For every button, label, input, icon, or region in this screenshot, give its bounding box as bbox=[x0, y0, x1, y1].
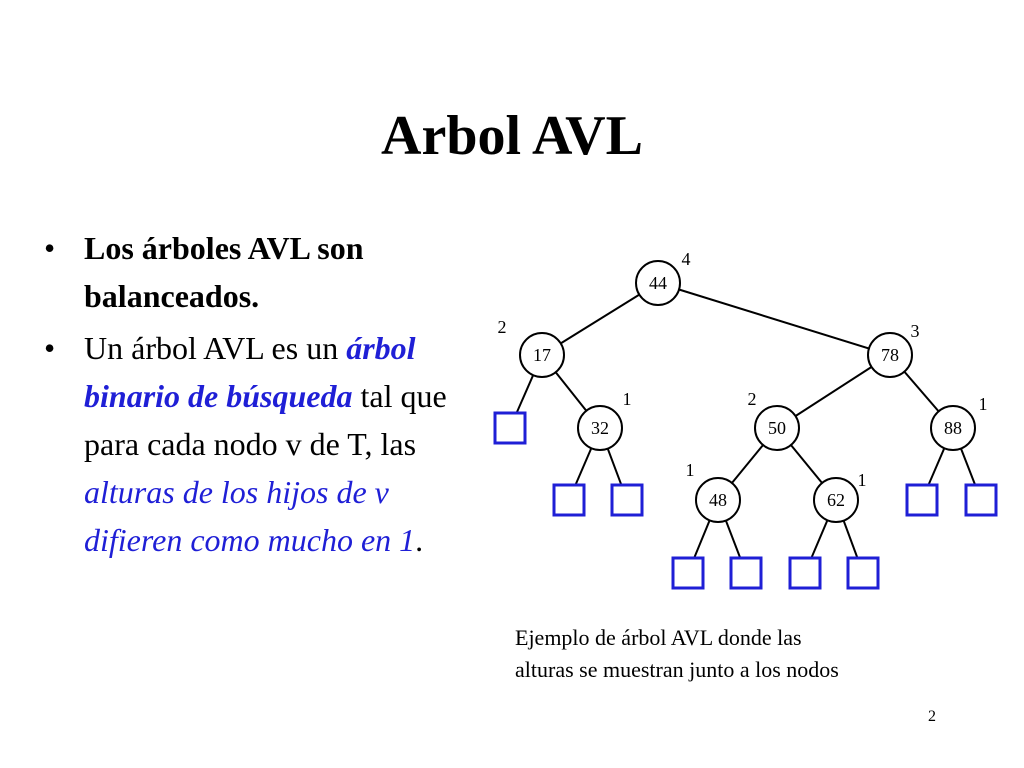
tree-height-label-48: 1 bbox=[686, 460, 695, 480]
bullet-dot-icon: • bbox=[44, 230, 56, 266]
tree-leaf-48-right bbox=[729, 556, 763, 590]
bullet-emph-bst: árbol binario de búsqueda bbox=[84, 330, 416, 414]
tree-leaves bbox=[493, 411, 998, 590]
tree-leaf-32-left bbox=[552, 483, 586, 517]
tree-node-circle bbox=[930, 405, 976, 451]
tree-height-label-17: 2 bbox=[498, 317, 507, 337]
tree-node-circle bbox=[577, 405, 623, 451]
caption-line-2: alturas se muestran junto a los nodos bbox=[515, 657, 839, 682]
tree-node-circle bbox=[519, 332, 565, 378]
tree-leaf-88-right bbox=[964, 483, 998, 517]
tree-node-label: 78 bbox=[881, 345, 899, 365]
tree-height-label-62: 1 bbox=[858, 470, 867, 490]
tree-node-50: 50 bbox=[754, 405, 800, 451]
diagram-caption: Ejemplo de árbol AVL donde las alturas s… bbox=[515, 622, 955, 686]
tree-node-label: 44 bbox=[649, 273, 667, 293]
tree-node-circle bbox=[635, 260, 681, 306]
tree-heights: 4 2 3 1 2 1 1 1 bbox=[498, 249, 988, 490]
bullet-item-2: • Un árbol AVL es un árbol binario de bú… bbox=[44, 324, 476, 564]
bullet-text-2c: . bbox=[415, 522, 424, 558]
tree-node-17: 17 bbox=[519, 332, 565, 378]
tree-node-88: 88 bbox=[930, 405, 976, 451]
caption-line-1: Ejemplo de árbol AVL donde las bbox=[515, 625, 802, 650]
tree-node-label: 17 bbox=[533, 345, 551, 365]
tree-height-label-32: 1 bbox=[623, 389, 632, 409]
tree-node-label: 48 bbox=[709, 490, 727, 510]
tree-node-label: 50 bbox=[768, 418, 786, 438]
bullet-dot-icon: • bbox=[44, 330, 56, 366]
tree-leaf-62-right bbox=[846, 556, 880, 590]
page-number: 2 bbox=[928, 708, 936, 725]
tree-leaf-62-left bbox=[788, 556, 822, 590]
tree-node-circle bbox=[867, 332, 913, 378]
tree-leaf-88-left bbox=[905, 483, 939, 517]
tree-node-label: 32 bbox=[591, 418, 609, 438]
bullet-text-2a: Un árbol AVL es un bbox=[84, 330, 347, 366]
bullet-text-2b: tal que para cada nodo v de T, las bbox=[84, 378, 447, 462]
tree-node-62: 62 bbox=[813, 477, 859, 523]
slide-title: Arbol AVL bbox=[381, 105, 643, 167]
tree-edge-44-78 bbox=[657, 282, 891, 356]
tree-height-label-50: 2 bbox=[748, 389, 757, 409]
bullet-text-1: Los árboles AVL son balanceados. bbox=[84, 230, 364, 314]
tree-height-label-44: 4 bbox=[682, 249, 691, 269]
bullet-emph-heights: alturas de los hijos de v difieren como … bbox=[84, 474, 416, 558]
bullet-item-1: • Los árboles AVL son balanceados. bbox=[44, 224, 476, 320]
tree-node-circle bbox=[754, 405, 800, 451]
tree-node-32: 32 bbox=[577, 405, 623, 451]
tree-node-78: 78 bbox=[867, 332, 913, 378]
bullet-list: • Los árboles AVL son balanceados. • Un … bbox=[44, 224, 476, 568]
tree-node-label: 88 bbox=[944, 418, 962, 438]
tree-node-label: 62 bbox=[827, 490, 845, 510]
tree-height-label-88: 1 bbox=[979, 394, 988, 414]
tree-leaf-17-left bbox=[493, 411, 527, 445]
tree-node-44: 44 bbox=[635, 260, 681, 306]
tree-node-circle bbox=[695, 477, 741, 523]
tree-leaf-48-left bbox=[671, 556, 705, 590]
tree-height-label-78: 3 bbox=[911, 321, 920, 341]
tree-leaf-32-right bbox=[610, 483, 644, 517]
tree-node-circle bbox=[813, 477, 859, 523]
tree-node-48: 48 bbox=[695, 477, 741, 523]
